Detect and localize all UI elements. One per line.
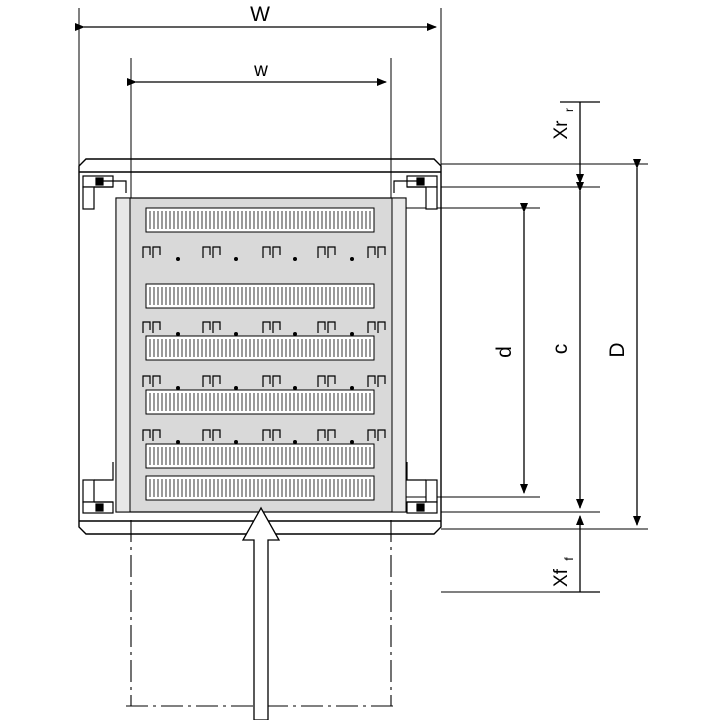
label-Xr: Xr [551,120,572,140]
clip-row [142,321,386,333]
label-Xf-subscript: f [562,557,576,561]
clip [202,375,221,387]
clip [142,375,161,387]
clip-row [142,429,386,441]
label-W: W [250,3,270,26]
bracket-rear-right [393,175,438,210]
vent-band [145,443,375,469]
mounting-dots [176,257,354,444]
label-Xr-subscript: r [562,108,576,112]
clip-row [142,246,386,258]
clip-rows [142,246,386,441]
clip [142,246,161,258]
clip [262,246,281,258]
label-w: w [253,60,268,81]
clip [262,321,281,333]
label-D: D [606,342,629,357]
clip [262,429,281,441]
pullout-direction-arrow [241,506,281,720]
clip [317,375,336,387]
vent-band [145,335,375,361]
clip [142,321,161,333]
clip [367,375,386,387]
clip [317,321,336,333]
dimension-Xr [560,101,600,184]
clip [317,429,336,441]
vent-band [145,207,375,233]
clip-row [142,375,386,387]
label-Xf: Xf [551,568,572,587]
clip [202,429,221,441]
corner-brackets [82,175,438,514]
bracket-rear-left [82,175,127,210]
clip [262,375,281,387]
svg-text:Xf: Xf [551,568,572,587]
clip [202,321,221,333]
label-d: d [493,346,516,358]
vent-slot-bands [145,207,375,501]
clip [367,246,386,258]
vent-band [145,283,375,309]
clip [367,321,386,333]
dimension-Xf [560,515,600,593]
bracket-front-right [406,462,438,514]
vent-band [145,475,375,501]
clip [202,246,221,258]
label-c: c [549,344,572,355]
clip [317,246,336,258]
bracket-front-left [82,462,114,514]
clip [367,429,386,441]
vent-band [145,389,375,415]
clip [142,429,161,441]
svg-text:Xr: Xr [551,120,572,140]
